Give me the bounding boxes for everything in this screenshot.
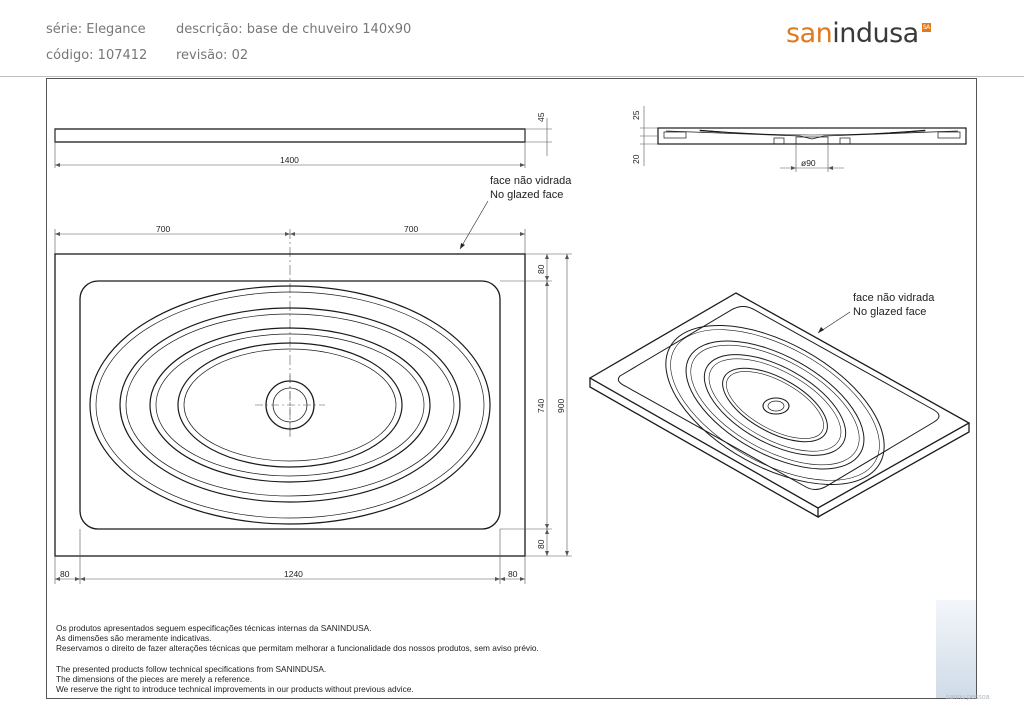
dim-80-top: 80 — [536, 264, 546, 274]
serie-label: série: Elegance — [46, 22, 146, 37]
watermark-text: sannu pessoa — [946, 694, 990, 701]
note-en-2: The dimensions of the pieces are merely … — [56, 674, 252, 684]
side-profile — [54, 128, 526, 143]
note-pt-2: As dimensões são meramente indicativas. — [56, 633, 212, 643]
face-label-en-2: No glazed face — [853, 306, 927, 318]
dim-1400: 1400 — [280, 155, 299, 165]
notes-pt: Os produtos apresentados seguem especifi… — [56, 623, 539, 653]
dim-900: 900 — [556, 399, 566, 413]
notes-en: The presented products follow technical … — [56, 664, 414, 694]
plan-view: 700 700 80 740 80 900 — [54, 200, 572, 584]
revisao-label: revisão: 02 — [176, 48, 249, 63]
drawing-frame — [46, 78, 977, 699]
dim-1240: 1240 — [284, 569, 303, 579]
header-divider — [0, 76, 1024, 77]
section-view: 25 20 ø90 — [631, 106, 967, 172]
face-label-pt-2: face não vidrada — [853, 292, 935, 304]
logo-badge: SA — [921, 23, 931, 32]
tray-outline — [54, 253, 526, 557]
logo-text-orange: san — [786, 18, 833, 49]
dim-700-right: 700 — [404, 224, 418, 234]
dim-25: 25 — [631, 110, 641, 120]
dim-drain-90: ø90 — [801, 158, 816, 168]
dim-45: 45 — [536, 112, 546, 122]
logo-text-dark: indusa — [832, 18, 919, 49]
note-en-3: We reserve the right to introduce techni… — [56, 684, 414, 694]
iso-drain — [762, 397, 790, 415]
decorative-gradient — [936, 600, 976, 698]
note-pt-3: Reservamos o direito de fazer alterações… — [56, 643, 539, 653]
sanindusa-logo: sanindusa SA — [786, 18, 931, 49]
top-side-view: 1400 45 — [54, 112, 552, 168]
note-pt-1: Os produtos apresentados seguem especifi… — [56, 623, 372, 633]
face-label-en-1: No glazed face — [490, 189, 564, 201]
descricao-label: descrição: base de chuveiro 140x90 — [176, 22, 412, 37]
dim-80-right: 80 — [508, 569, 518, 579]
dim-740: 740 — [536, 399, 546, 413]
dim-80-left: 80 — [60, 569, 70, 579]
codigo-label: código: 107412 — [46, 48, 148, 63]
tray-inner-edge — [79, 280, 501, 530]
note-en-1: The presented products follow technical … — [56, 664, 327, 674]
face-label-pt-1: face não vidrada — [490, 175, 572, 187]
dim-700-left: 700 — [156, 224, 170, 234]
dim-80-bottom: 80 — [536, 539, 546, 549]
dim-20: 20 — [631, 154, 641, 164]
isometric-view — [588, 292, 971, 519]
